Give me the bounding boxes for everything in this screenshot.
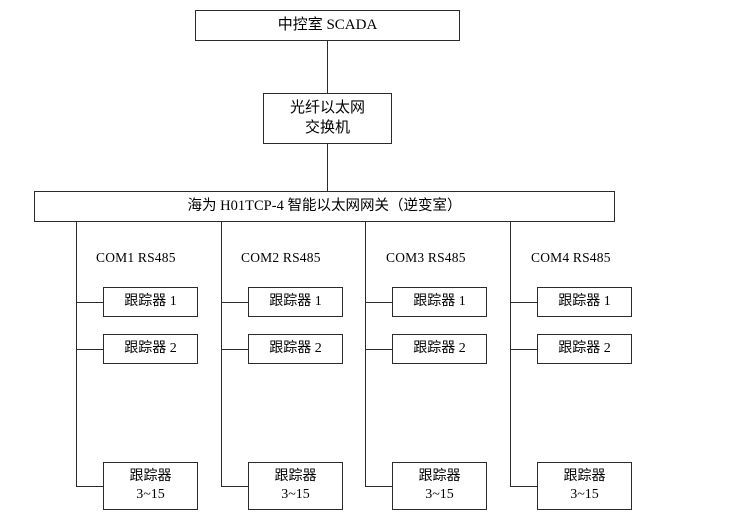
- node-com1-tracker-range-value: 3~15: [136, 487, 165, 502]
- node-com4-tracker-range-value: 3~15: [570, 487, 599, 502]
- bus-line-com3: [365, 222, 366, 486]
- node-com1-tracker-1-label: 跟踪器 1: [124, 293, 177, 309]
- node-com2-tracker-range: 跟踪器 3~15: [248, 462, 343, 510]
- node-com3-tracker-range-label: 跟踪器: [418, 468, 461, 484]
- bus-line-com1: [76, 222, 77, 486]
- stub-com3-tracker-range: [365, 486, 392, 487]
- node-com3-tracker-range-value: 3~15: [425, 487, 454, 502]
- node-gateway-label: 海为 H01TCP-4 智能以太网网关（逆变室）: [187, 197, 462, 214]
- port-label-com4: COM4 RS485: [531, 250, 611, 265]
- node-com3-tracker-2: 跟踪器 2: [392, 334, 487, 364]
- node-com1-tracker-2: 跟踪器 2: [103, 334, 198, 364]
- node-com3-tracker-1: 跟踪器 1: [392, 287, 487, 317]
- stub-com2-tracker-2: [221, 349, 248, 350]
- port-label-com3: COM3 RS485: [386, 250, 466, 265]
- node-scada-label: 中控室 SCADA: [277, 16, 378, 33]
- node-com2-tracker-1: 跟踪器 1: [248, 287, 343, 317]
- stub-com3-tracker-2: [365, 349, 392, 350]
- node-com1-tracker-2-label: 跟踪器 2: [124, 340, 177, 356]
- stub-com4-tracker-1: [510, 302, 537, 303]
- node-fiber-switch-line2: 交换机: [304, 119, 350, 136]
- node-com1-tracker-1: 跟踪器 1: [103, 287, 198, 317]
- node-fiber-switch: 光纤以太网 交换机: [263, 93, 392, 144]
- stub-com2-tracker-1: [221, 302, 248, 303]
- stub-com1-tracker-1: [76, 302, 103, 303]
- stub-com2-tracker-range: [221, 486, 248, 487]
- connector-scada-to-switch: [327, 41, 328, 93]
- node-com4-tracker-range-label: 跟踪器: [563, 468, 606, 484]
- node-com3-tracker-range: 跟踪器 3~15: [392, 462, 487, 510]
- port-label-com1: COM1 RS485: [96, 250, 176, 265]
- bus-line-com2: [221, 222, 222, 486]
- node-com3-tracker-2-label: 跟踪器 2: [413, 340, 466, 356]
- node-com1-tracker-range: 跟踪器 3~15: [103, 462, 198, 510]
- node-com1-tracker-range-label: 跟踪器: [129, 468, 172, 484]
- node-fiber-switch-line1: 光纤以太网: [289, 99, 365, 116]
- stub-com4-tracker-range: [510, 486, 537, 487]
- stub-com1-tracker-range: [76, 486, 103, 487]
- stub-com3-tracker-1: [365, 302, 392, 303]
- node-com4-tracker-1-label: 跟踪器 1: [558, 293, 611, 309]
- node-com4-tracker-range: 跟踪器 3~15: [537, 462, 632, 510]
- stub-com4-tracker-2: [510, 349, 537, 350]
- node-com4-tracker-1: 跟踪器 1: [537, 287, 632, 317]
- node-com4-tracker-2: 跟踪器 2: [537, 334, 632, 364]
- node-scada: 中控室 SCADA: [195, 10, 460, 41]
- node-com2-tracker-range-label: 跟踪器: [274, 468, 317, 484]
- node-com3-tracker-1-label: 跟踪器 1: [413, 293, 466, 309]
- node-com2-tracker-range-value: 3~15: [281, 487, 310, 502]
- node-com2-tracker-2: 跟踪器 2: [248, 334, 343, 364]
- node-com2-tracker-1-label: 跟踪器 1: [269, 293, 322, 309]
- port-label-com2: COM2 RS485: [241, 250, 321, 265]
- connector-switch-to-gateway: [327, 144, 328, 191]
- bus-line-com4: [510, 222, 511, 486]
- stub-com1-tracker-2: [76, 349, 103, 350]
- node-gateway: 海为 H01TCP-4 智能以太网网关（逆变室）: [34, 191, 615, 222]
- node-com2-tracker-2-label: 跟踪器 2: [269, 340, 322, 356]
- node-com4-tracker-2-label: 跟踪器 2: [558, 340, 611, 356]
